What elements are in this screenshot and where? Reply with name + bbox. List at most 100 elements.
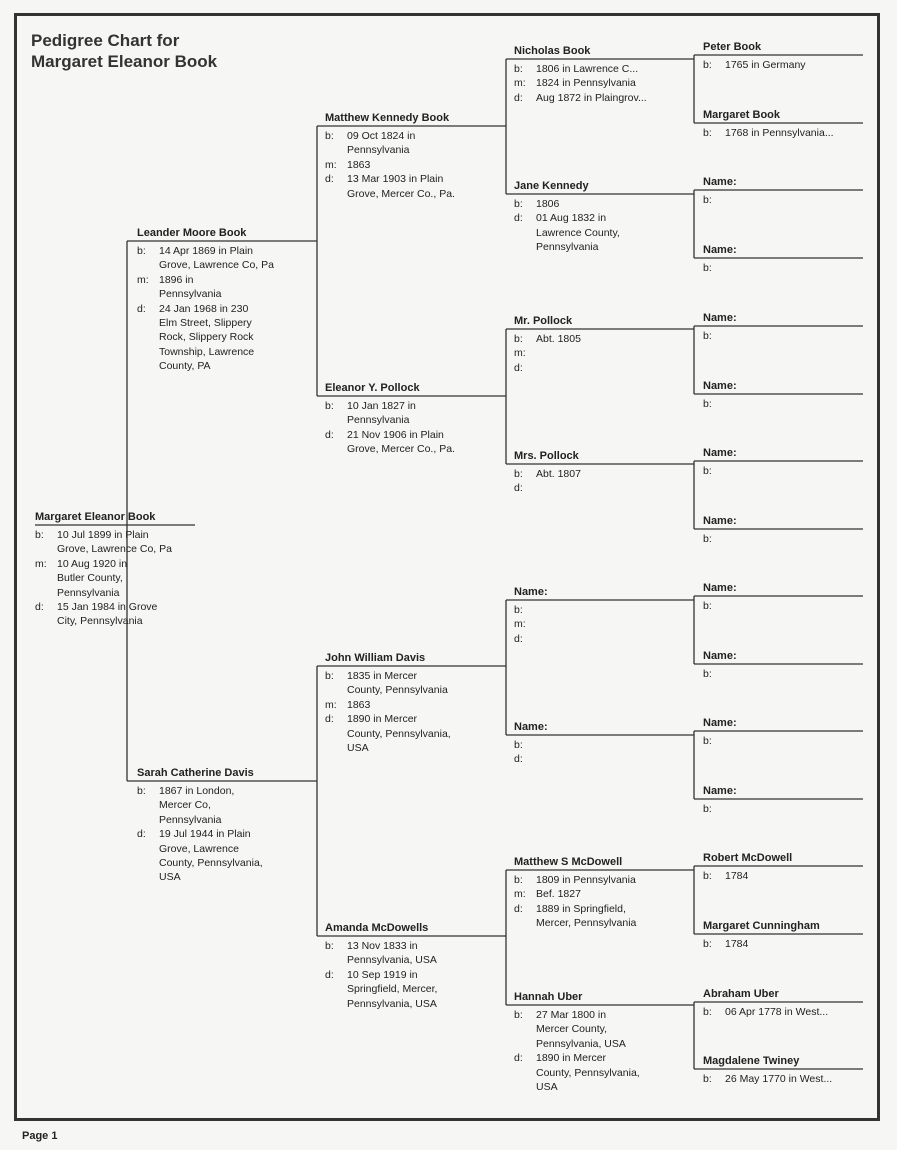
person-name: Name: [703,515,737,527]
fact-value: 26 May 1770 in West... [725,1073,833,1085]
person-facts: b: [703,532,863,546]
fact-value: 14 Apr 1869 in Plain Grove, Lawrence Co,… [159,245,274,272]
fact-row: d:1889 in Springfield, Mercer, Pennsylva… [514,902,696,931]
fact-row: b: [703,734,863,748]
fact-row: b:1768 in Pennsylvania... [703,126,863,140]
fact-label: b: [703,533,712,545]
fact-row: b:1835 in Mercer County, Pennsylvania [325,669,507,698]
fact-row: m:Bef. 1827 [514,887,696,901]
fact-label: m: [35,557,47,570]
page-number: Page 1 [22,1130,58,1142]
person-facts: b: [703,599,863,613]
fact-value: Abt. 1805 [536,333,581,345]
person-facts: b:26 May 1770 in West... [703,1072,863,1086]
person-name: Name: [514,721,548,733]
person-name: Matthew S McDowell [514,856,623,868]
fact-label: b: [35,529,44,541]
fact-label: m: [325,698,337,711]
person-name: Margaret Book [703,109,781,121]
fact-row: b:06 Apr 1778 in West... [703,1005,863,1019]
fact-value: 1835 in Mercer County, Pennsylvania [347,670,448,697]
fact-row: b: Abt. 1805 [514,332,696,346]
fact-row: b:1867 in London, Mercer Co, Pennsylvani… [137,784,317,827]
fact-value: 19 Jul 1944 in Plain Grove, Lawrence Cou… [159,828,263,884]
person-name: Margaret Cunningham [703,920,820,932]
person-name: Name: [703,717,737,729]
fact-row: d:13 Mar 1903 in Plain Grove, Mercer Co.… [325,172,507,201]
person-name: Magdalene Twiney [703,1055,800,1067]
person-facts: b:1867 in London, Mercer Co, Pennsylvani… [137,784,317,885]
fact-label: m: [514,77,526,90]
person-name: Name: [703,380,737,392]
person-facts: b:10 Jul 1899 in Plain Grove, Lawrence C… [35,528,195,629]
fact-label: b: [514,333,523,345]
person-name: Peter Book [703,41,762,53]
fact-row: b:Abt. 1807 [514,467,696,481]
fact-label: d: [35,601,44,614]
fact-label: m: [137,273,149,286]
fact-row: m: [514,617,696,631]
fact-value: 1809 in Pennsylvania [536,874,636,886]
fact-value: 1863 [347,698,371,711]
fact-row: d:01 Aug 1832 in Lawrence County, Pennsy… [514,211,696,254]
fact-row: d:15 Jan 1984 in Grove City, Pennsylvani… [35,600,195,629]
fact-value: 13 Nov 1833 in Pennsylvania, USA [347,940,437,967]
person-name: Name: [703,785,737,797]
person-facts: b: [703,193,863,207]
fact-row: b:10 Jan 1827 in Pennsylvania [325,399,507,428]
fact-value: 10 Sep 1919 in Springfield, Mercer, Penn… [347,968,438,1010]
person-facts: b: 13 Nov 1833 in Pennsylvania, USA d: 10 S… [325,939,507,1011]
fact-label: b: [137,785,146,797]
person-name: Mr. Pollock [514,315,573,327]
person-facts: b:1784 [703,937,863,951]
person-name: Name: [703,447,737,459]
fact-row: d: 10 Sep 1919 in Springfield, Mercer, Pe… [325,968,507,1011]
fact-label: b: [703,262,712,274]
fact-value: 1890 in Mercer County, Pennsylvania, USA [347,713,451,755]
fact-label: d: [514,753,523,766]
fact-label: b: [325,130,334,142]
person-facts: b:m:d: [514,603,696,646]
fact-label: d: [514,1052,523,1065]
fact-row: d: [514,632,696,646]
fact-value: 27 Mar 1800 in Mercer County, Pennsylvan… [536,1009,626,1050]
person-name: Name: [703,582,737,594]
fact-label: b: [703,735,712,747]
person-name: Leander Moore Book [137,227,247,239]
fact-label: d: [514,482,523,495]
fact-value: 1768 in Pennsylvania... [725,127,834,139]
fact-label: b: [325,400,334,412]
chart-title: Pedigree Chart for Margaret Eleanor Book [31,30,217,72]
person-facts: b:06 Apr 1778 in West... [703,1005,863,1019]
person-facts: b: [703,734,863,748]
person-name: Sarah Catherine Davis [137,767,254,779]
person-name: Nicholas Book [514,45,591,57]
fact-label: d: [514,91,523,104]
fact-row: b:1809 in Pennsylvania [514,873,696,887]
fact-label: d: [325,968,334,981]
fact-row: m:1863 [325,158,507,172]
fact-label: b: [514,63,523,75]
fact-row: b: [703,261,863,275]
fact-row: b: [514,738,696,752]
fact-label: b: [703,870,712,882]
person-name: Name: [703,650,737,662]
fact-row: b:27 Mar 1800 in Mercer County, Pennsylv… [514,1008,696,1051]
fact-value: 10 Aug 1920 in Butler County, Pennsylvan… [57,557,128,599]
fact-value: 1863 [347,158,371,171]
fact-value: 13 Mar 1903 in Plain Grove, Mercer Co., … [347,173,455,200]
fact-label: b: [325,940,334,952]
person-name: Abraham Uber [703,988,779,1000]
fact-value: 1806 in Lawrence C... [536,63,639,75]
fact-row: m: [514,346,696,360]
fact-value: 1784 [725,870,749,882]
chart-title-line2: Margaret Eleanor Book [31,52,218,71]
person-name: Name: [703,244,737,256]
person-facts: b:d: [514,738,696,767]
fact-row: b: 1784 [703,869,863,883]
fact-label: b: [137,245,146,257]
fact-label: m: [514,347,526,360]
fact-row: d:24 Jan 1968 in 230 Elm Street, Slipper… [137,302,317,374]
